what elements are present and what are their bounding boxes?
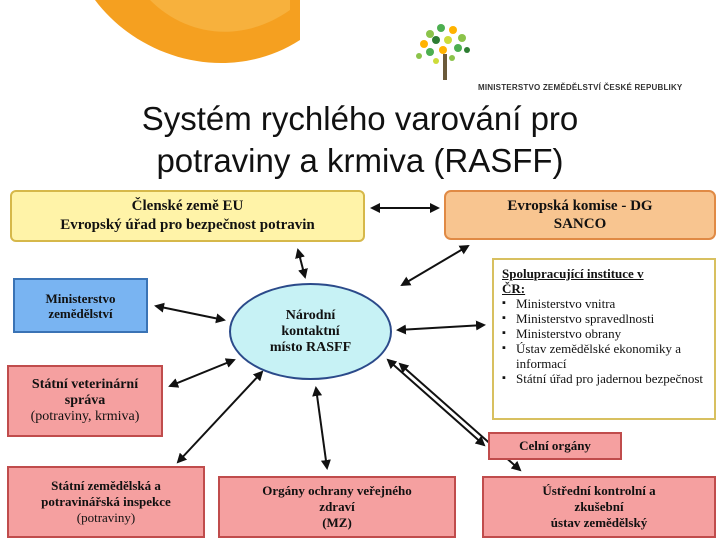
arrow-eu-nkm — [298, 250, 305, 277]
node-label: správa — [9, 393, 161, 409]
node-label: místo RASFF — [231, 340, 390, 356]
node-label: Národní — [231, 308, 390, 324]
node-cooperating-institutions: Spolupracující instituce v ČR: Ministers… — [492, 258, 716, 420]
node-sublabel: (potraviny, krmiva) — [9, 409, 161, 425]
list-item: Ústav zemědělské ekonomiky a informací — [502, 341, 708, 371]
orange-leaf-icon — [0, 0, 300, 110]
list-item: Ministerstvo vnitra — [502, 296, 708, 311]
node-label: Evropská komise - DG — [446, 197, 714, 215]
node-customs: Celní orgány — [488, 432, 622, 460]
list-item: Ministerstvo spravedlnosti — [502, 311, 708, 326]
arrow-svs-nkm — [170, 360, 234, 386]
arrow-coop-nkm — [398, 325, 484, 330]
coop-header: ČR: — [502, 281, 708, 296]
node-label: (MZ) — [220, 515, 454, 531]
arrow-mz-nkm — [156, 306, 224, 320]
node-label: Ministerstvo — [15, 291, 146, 306]
node-label: zemědělství — [15, 306, 146, 321]
node-food-inspection: Státní zemědělská a potravinářská inspek… — [7, 466, 205, 538]
list-item: Státní úřad pro jadernou bezpečnost — [502, 371, 708, 386]
node-central-institute: Ústřední kontrolní a zkušební ústav země… — [482, 476, 716, 538]
ministry-logo: MINISTERSTVO ZEMĚDĚLSTVÍ ČESKÉ REPUBLIKY — [410, 20, 685, 100]
node-public-health: Orgány ochrany veřejného zdraví (MZ) — [218, 476, 456, 538]
node-label: Orgány ochrany veřejného — [220, 483, 454, 499]
node-ministry-agriculture: Ministerstvo zemědělství — [13, 278, 148, 333]
title-line-2: potraviny a krmiva (RASFF) — [60, 140, 660, 182]
logo-text: MINISTERSTVO ZEMĚDĚLSTVÍ ČESKÉ REPUBLIKY — [478, 83, 682, 92]
list-item: Ministerstvo obrany — [502, 326, 708, 341]
node-label: kontaktní — [231, 324, 390, 340]
arrow-oovz-nkm — [316, 388, 327, 468]
node-label: SANCO — [446, 215, 714, 233]
node-label: Celní orgány — [490, 438, 620, 454]
node-label: Evropský úřad pro bezpečnost potravin — [12, 216, 363, 235]
coop-list: Ministerstvo vnitra Ministerstvo spraved… — [502, 296, 708, 386]
node-label: zdraví — [220, 499, 454, 515]
node-label: Členské země EU — [12, 197, 363, 216]
node-label: Státní veterinární — [9, 377, 161, 393]
node-sublabel: (potraviny) — [9, 510, 203, 526]
coop-header: Spolupracující instituce v — [502, 266, 708, 281]
node-national-contact-point: Národní kontaktní místo RASFF — [229, 283, 392, 380]
node-state-veterinary: Státní veterinární správa (potraviny, kr… — [7, 365, 163, 437]
arrow-ec-nkm — [402, 246, 468, 285]
node-label: Státní zemědělská a — [9, 478, 203, 494]
node-european-commission: Evropská komise - DG SANCO — [444, 190, 716, 240]
node-label: Ústřední kontrolní a — [484, 483, 714, 499]
title-line-1: Systém rychlého varování pro — [60, 98, 660, 140]
tree-logo-icon — [410, 20, 480, 82]
node-label: zkušební — [484, 499, 714, 515]
node-eu-members: Členské země EU Evropský úřad pro bezpeč… — [10, 190, 365, 242]
arrow-celni-nkm — [388, 360, 484, 445]
node-label: potravinářská inspekce — [9, 494, 203, 510]
page-title: Systém rychlého varování pro potraviny a… — [60, 98, 660, 182]
arrow-szpi-nkm — [178, 372, 262, 462]
node-label: ústav zemědělský — [484, 515, 714, 531]
